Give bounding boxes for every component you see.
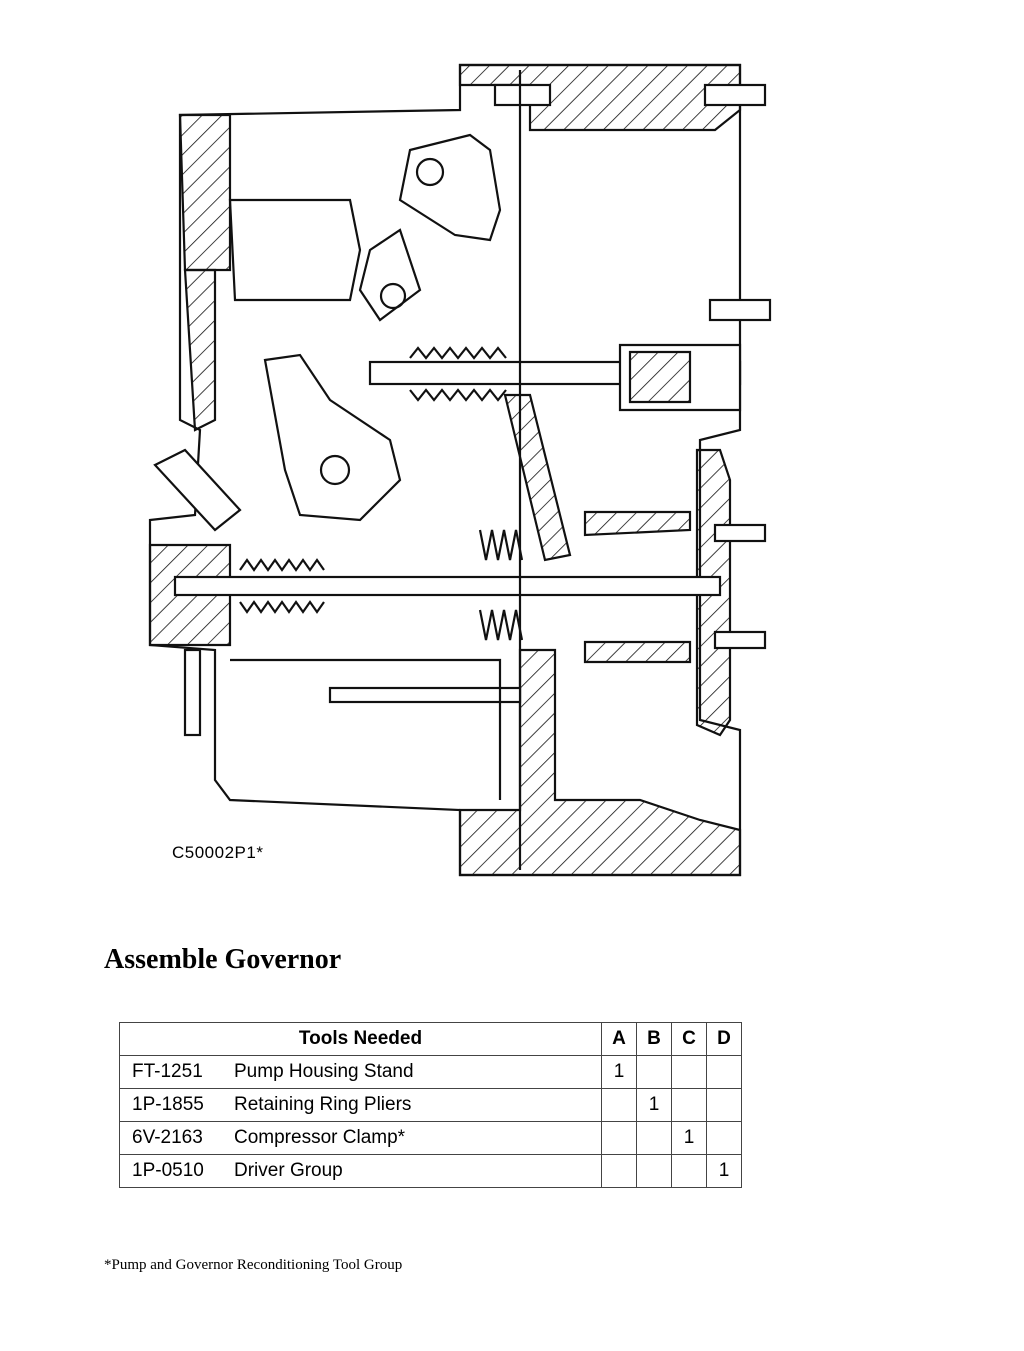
tool-part-number: 1P-0510 xyxy=(132,1160,204,1181)
tools-needed-table: Tools Needed A B C D FT-1251 Pump Housing… xyxy=(119,1022,742,1188)
mark-cell xyxy=(671,1055,707,1089)
tool-description: Compressor Clamp* xyxy=(234,1127,406,1148)
governor-cross-section-illustration xyxy=(148,63,772,877)
tool-cell: FT-1251 Pump Housing Stand xyxy=(119,1055,602,1089)
table-header-col-d: D xyxy=(706,1022,742,1056)
table-header-col-c: C xyxy=(671,1022,707,1056)
mark-cell: 1 xyxy=(671,1121,707,1155)
table-header-title: Tools Needed xyxy=(119,1022,602,1056)
tool-cell: 1P-0510 Driver Group xyxy=(119,1154,602,1188)
table-header-row: Tools Needed A B C D xyxy=(119,1022,742,1056)
mark-cell: 1 xyxy=(601,1055,637,1089)
mark-cell xyxy=(671,1154,707,1188)
tool-part-number: FT-1251 xyxy=(132,1061,203,1082)
table-row: 6V-2163 Compressor Clamp* 1 xyxy=(119,1121,742,1155)
mark-cell xyxy=(706,1121,742,1155)
mark-cell xyxy=(601,1121,637,1155)
mark-cell: 1 xyxy=(636,1088,672,1122)
mark-cell: 1 xyxy=(706,1154,742,1188)
figure-caption: C50002P1* xyxy=(172,843,264,862)
tool-description: Retaining Ring Pliers xyxy=(234,1094,412,1115)
table-header-col-b: B xyxy=(636,1022,672,1056)
mark-cell xyxy=(706,1088,742,1122)
tool-description: Driver Group xyxy=(234,1160,343,1181)
mark-cell xyxy=(601,1154,637,1188)
mark-cell xyxy=(671,1088,707,1122)
table-row: FT-1251 Pump Housing Stand 1 xyxy=(119,1055,742,1089)
mark-cell xyxy=(636,1154,672,1188)
mark-cell xyxy=(636,1055,672,1089)
tool-part-number: 1P-1855 xyxy=(132,1094,204,1115)
mark-cell xyxy=(601,1088,637,1122)
section-title: Assemble Governor xyxy=(104,944,342,975)
tool-cell: 6V-2163 Compressor Clamp* xyxy=(119,1121,602,1155)
mark-cell xyxy=(706,1055,742,1089)
table-row: 1P-1855 Retaining Ring Pliers 1 xyxy=(119,1088,742,1122)
table-header-col-a: A xyxy=(601,1022,637,1056)
tool-cell: 1P-1855 Retaining Ring Pliers xyxy=(119,1088,602,1122)
tool-description: Pump Housing Stand xyxy=(234,1061,414,1082)
table-row: 1P-0510 Driver Group 1 xyxy=(119,1154,742,1188)
tool-part-number: 6V-2163 xyxy=(132,1127,203,1148)
footnote: *Pump and Governor Reconditioning Tool G… xyxy=(104,1257,403,1273)
mark-cell xyxy=(636,1121,672,1155)
